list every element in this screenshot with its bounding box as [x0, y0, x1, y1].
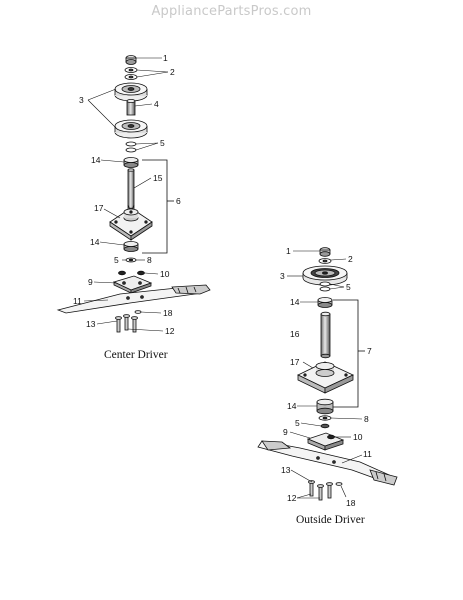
callout-label: 14 [91, 155, 101, 165]
callout-label: 14 [90, 237, 100, 247]
center-driver-caption: Center Driver [104, 349, 168, 361]
callout-label: 9 [283, 427, 288, 437]
callout-label: 7 [367, 346, 372, 356]
outside-shaft-part-16 [320, 311, 331, 359]
outside-washer-part-5 [319, 281, 331, 292]
outside-washer-part-18 [335, 482, 343, 486]
center-upper-bearing-part-14 [123, 157, 139, 168]
center-driver-assembly [56, 55, 211, 333]
callout-label: 17 [290, 357, 300, 367]
callout-label: 3 [280, 271, 285, 281]
callout-label: 4 [154, 99, 159, 109]
center-washer-part-18 [134, 310, 142, 314]
callout-label: 17 [94, 203, 104, 213]
outside-pulley-part-3 [302, 265, 348, 286]
callout-label: 2 [170, 67, 175, 77]
callout-label: 14 [287, 401, 297, 411]
callout-label: 5 [346, 282, 351, 292]
callout-label: 11 [363, 449, 372, 459]
outside-washer-part-2 [318, 258, 332, 264]
center-nut-part-10 [118, 270, 145, 276]
center-shaft-part-15 [127, 168, 135, 214]
center-spacer-part-4 [126, 99, 136, 116]
outside-washer-part-8 [318, 415, 332, 421]
center-upper-pulley-part-3 [114, 82, 148, 102]
outside-nut-part-10 [327, 434, 335, 440]
callout-label: 15 [153, 173, 163, 183]
callout-label: 3 [79, 95, 84, 105]
callout-label: 16 [290, 329, 300, 339]
center-adapter-part-9 [112, 275, 153, 294]
callout-label: 1 [163, 53, 168, 63]
callout-label: 12 [165, 326, 175, 336]
callout-label: 8 [147, 255, 152, 265]
callout-label: 13 [86, 319, 96, 329]
callout-label: 1 [286, 246, 291, 256]
center-nut-part-1 [125, 55, 137, 65]
center-housing-part-17 [109, 207, 153, 241]
outside-driver-caption: Outside Driver [296, 514, 365, 526]
watermark-text: AppliancePartsPros.com [151, 4, 312, 19]
callout-label: 5 [160, 138, 165, 148]
outside-lower-bearing-part-14 [316, 398, 334, 415]
outside-callouts: 1 2 3 5 14 16 7 17 14 8 5 9 10 11 13 12 … [280, 246, 372, 508]
outside-leader-lines [287, 250, 363, 499]
center-washer-part-8 [125, 257, 137, 263]
callout-label: 12 [287, 493, 297, 503]
outside-nut-part-1 [319, 247, 331, 257]
outside-driver-assembly [257, 247, 398, 501]
callout-label: 10 [353, 432, 363, 442]
callout-label: 6 [176, 196, 181, 206]
outside-bracket-7 [333, 299, 365, 408]
callout-label: 18 [346, 498, 356, 508]
center-bracket-6 [142, 159, 174, 254]
callout-label: 8 [364, 414, 369, 424]
callout-label: 5 [114, 255, 119, 265]
callout-label: 5 [295, 418, 300, 428]
callout-label: 13 [281, 465, 291, 475]
outside-upper-bearing-part-14 [317, 297, 333, 308]
callout-label: 2 [348, 254, 353, 264]
center-blade-part-11 [56, 284, 211, 314]
outside-nut-part-5 [320, 423, 330, 429]
outside-adapter-part-9 [306, 432, 345, 451]
callout-label: 18 [163, 308, 173, 318]
center-washer-part-2 [124, 67, 138, 80]
outside-housing-part-17 [297, 361, 354, 394]
outside-blade-part-11 [257, 440, 398, 486]
center-callouts: 1 2 3 4 5 14 15 6 17 14 5 8 9 10 11 18 1… [73, 53, 181, 336]
center-washer-part-5 [125, 141, 137, 153]
center-lower-bearing-part-14 [123, 241, 139, 252]
center-lower-pulley-part-3 [114, 119, 148, 139]
center-leader-lines [83, 57, 169, 332]
callout-label: 10 [160, 269, 170, 279]
callout-label: 9 [88, 277, 93, 287]
center-bolts-part-12 [115, 314, 138, 333]
callout-label: 11 [73, 296, 82, 306]
callout-label: 14 [290, 297, 300, 307]
outside-bolts-part-12 [308, 480, 333, 501]
